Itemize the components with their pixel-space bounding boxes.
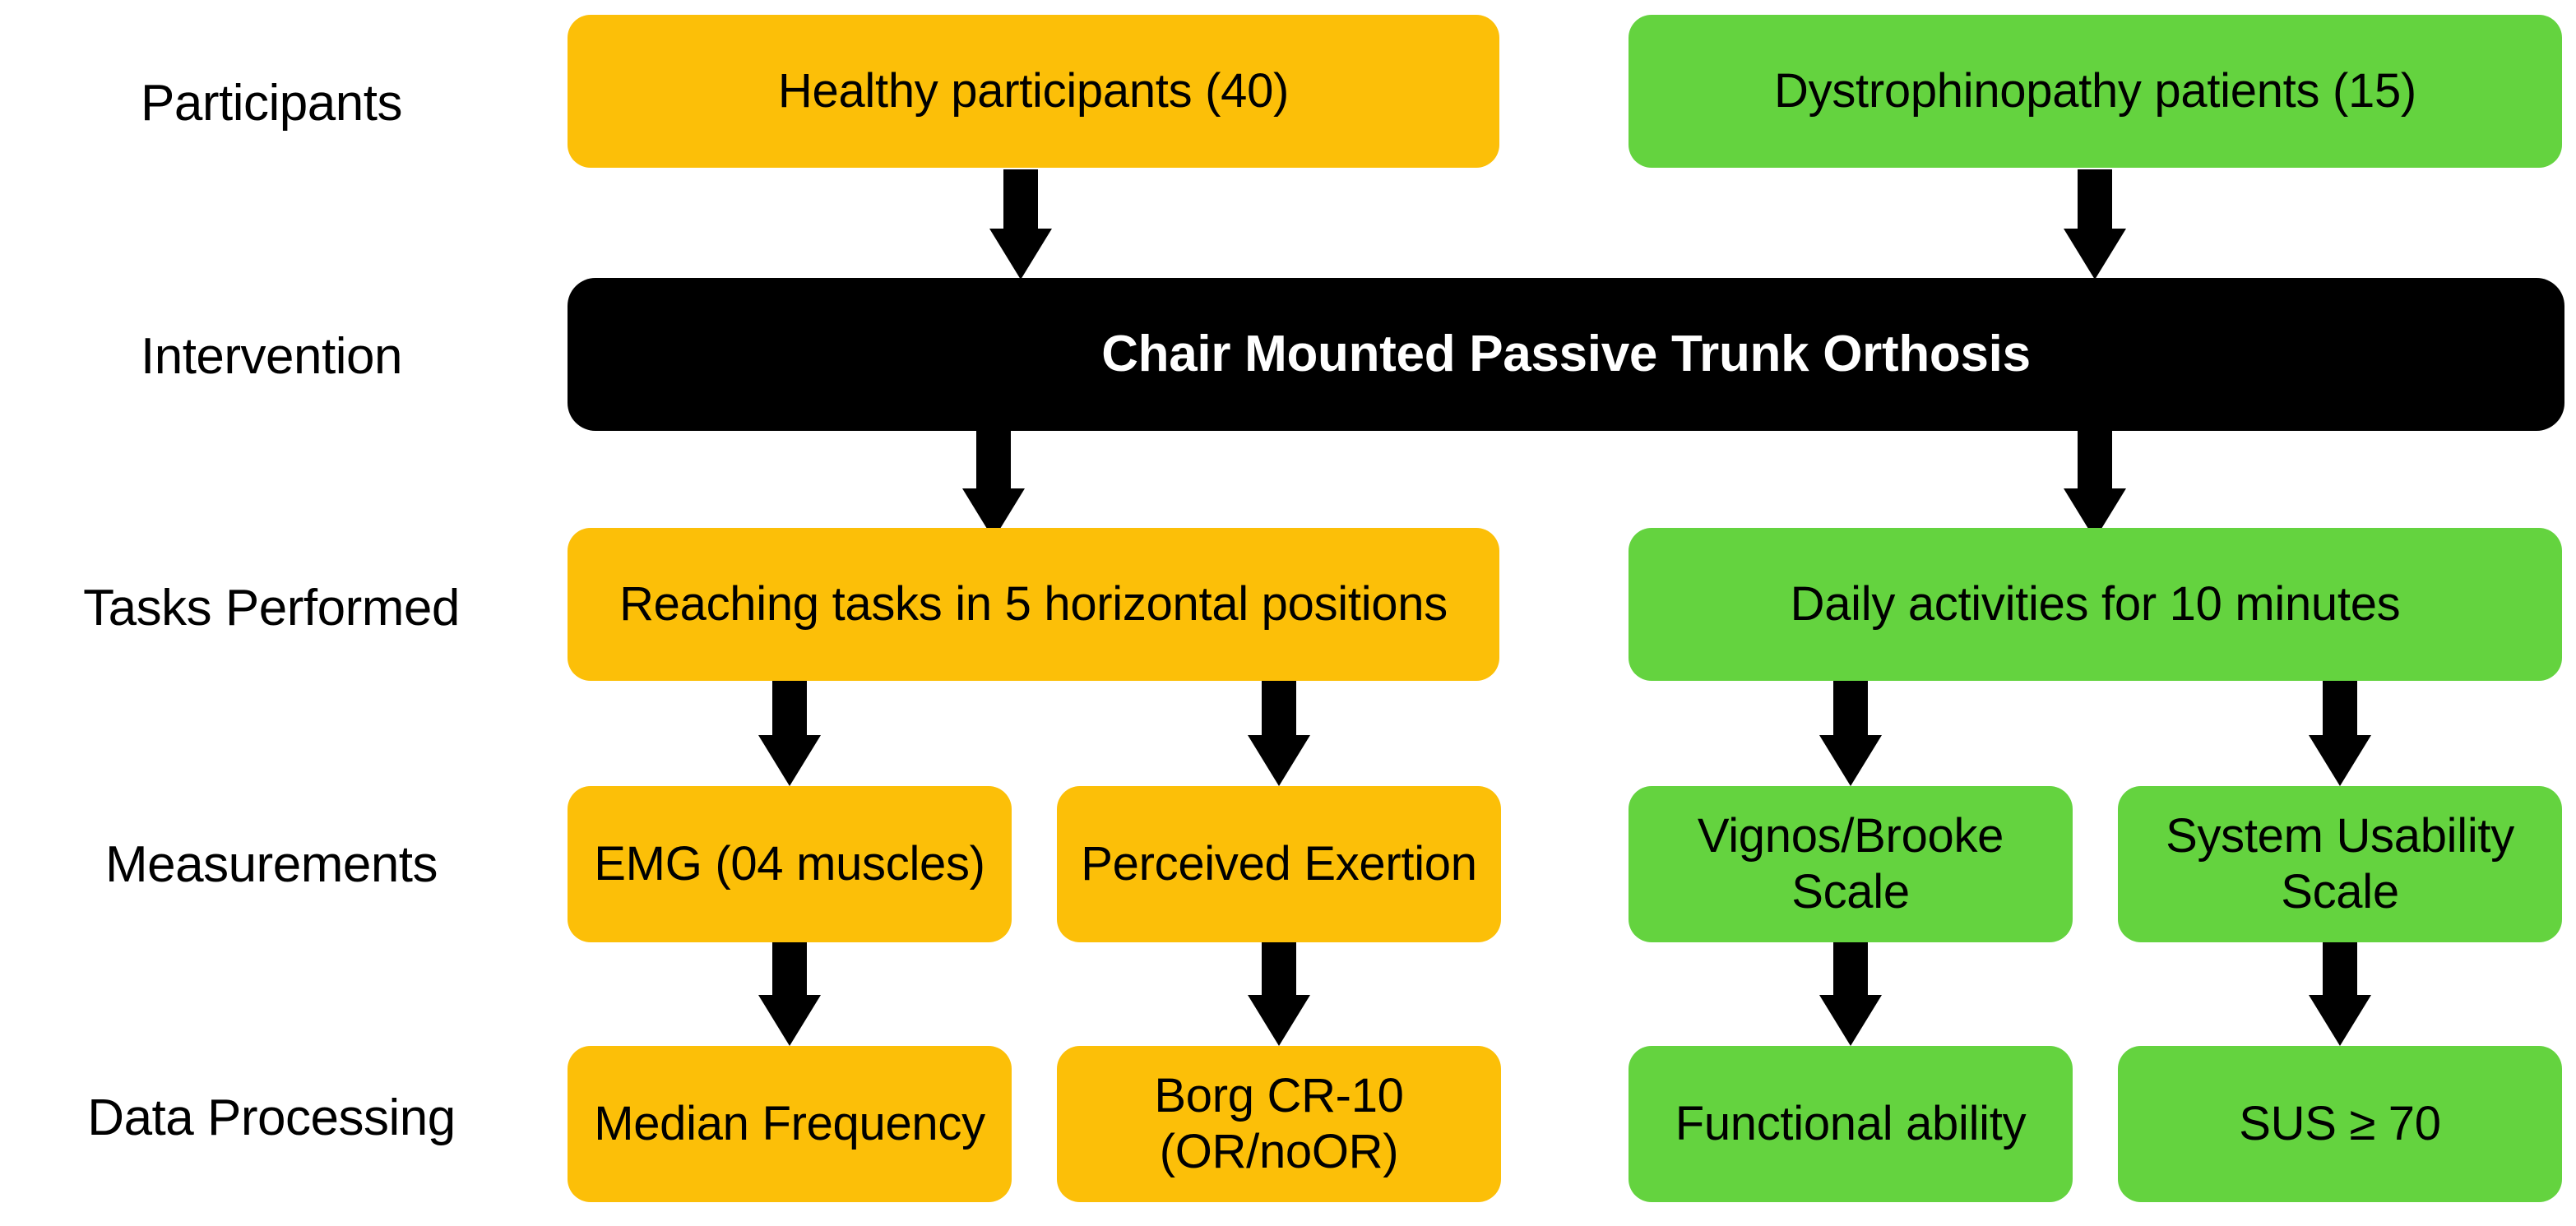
- node-reaching-tasks-label: Reaching tasks in 5 horizontal positions: [619, 577, 1448, 632]
- node-emg[interactable]: EMG (04 muscles): [568, 786, 1012, 942]
- arrow-patients-to-orthosis: [2050, 169, 2140, 280]
- arrow-emg-to-median-frequency: [744, 942, 835, 1046]
- node-borg-cr10[interactable]: Borg CR-10 (OR/noOR): [1057, 1046, 1501, 1202]
- arrow-reaching-tasks-to-emg: [744, 681, 835, 786]
- node-sus-threshold[interactable]: SUS ≥ 70: [2118, 1046, 2562, 1202]
- node-healthy-participants[interactable]: Healthy participants (40): [568, 15, 1499, 168]
- arrow-healthy-to-orthosis: [975, 169, 1066, 280]
- node-median-frequency-label: Median Frequency: [594, 1097, 985, 1151]
- arrow-orthosis-to-reaching-tasks: [948, 431, 1039, 539]
- node-daily-activities[interactable]: Daily activities for 10 minutes: [1629, 528, 2562, 681]
- node-healthy-participants-label: Healthy participants (40): [777, 64, 1290, 118]
- node-functional-ability[interactable]: Functional ability: [1629, 1046, 2073, 1202]
- node-dystrophinopathy-patients[interactable]: Dystrophinopathy patients (15): [1629, 15, 2562, 168]
- node-functional-ability-label: Functional ability: [1675, 1097, 2027, 1151]
- arrow-daily-activities-to-system-usability: [2295, 681, 2385, 786]
- row-label-data-processing: Data Processing: [87, 1090, 456, 1146]
- node-daily-activities-label: Daily activities for 10 minutes: [1790, 577, 2401, 632]
- node-emg-label: EMG (04 muscles): [594, 837, 985, 891]
- node-reaching-tasks[interactable]: Reaching tasks in 5 horizontal positions: [568, 528, 1499, 681]
- node-dystrophinopathy-patients-label: Dystrophinopathy patients (15): [1774, 64, 2416, 118]
- row-label-tasks-performed: Tasks Performed: [83, 580, 460, 636]
- node-borg-cr10-label: Borg CR-10 (OR/noOR): [1154, 1069, 1404, 1178]
- row-label-intervention: Intervention: [141, 328, 403, 385]
- node-sus-threshold-label: SUS ≥ 70: [2239, 1097, 2441, 1151]
- node-system-usability-scale-label: System Usability Scale: [2166, 809, 2514, 918]
- row-label-measurements: Measurements: [104, 836, 438, 893]
- arrow-orthosis-to-daily-activities: [2050, 431, 2140, 539]
- node-perceived-exertion-label: Perceived Exertion: [1081, 837, 1477, 891]
- node-system-usability-scale[interactable]: System Usability Scale: [2118, 786, 2562, 942]
- node-perceived-exertion[interactable]: Perceived Exertion: [1057, 786, 1501, 942]
- arrow-system-usability-to-sus-threshold: [2295, 942, 2385, 1046]
- node-vignos-brooke-scale[interactable]: Vignos/Brooke Scale: [1629, 786, 2073, 942]
- node-vignos-brooke-scale-label: Vignos/Brooke Scale: [1697, 809, 2004, 918]
- row-label-participants: Participants: [141, 75, 402, 132]
- arrow-vignos-brooke-to-functional-ability: [1805, 942, 1896, 1046]
- arrow-perceived-exertion-to-borg-cr10: [1234, 942, 1324, 1046]
- node-chair-mounted-passive-trunk-orthosis[interactable]: Chair Mounted Passive Trunk Orthosis: [568, 278, 2564, 431]
- arrow-reaching-tasks-to-perceived-exertion: [1234, 681, 1324, 786]
- node-orthosis-label: Chair Mounted Passive Trunk Orthosis: [1101, 325, 2031, 382]
- node-median-frequency[interactable]: Median Frequency: [568, 1046, 1012, 1202]
- arrow-daily-activities-to-vignos-brooke: [1805, 681, 1896, 786]
